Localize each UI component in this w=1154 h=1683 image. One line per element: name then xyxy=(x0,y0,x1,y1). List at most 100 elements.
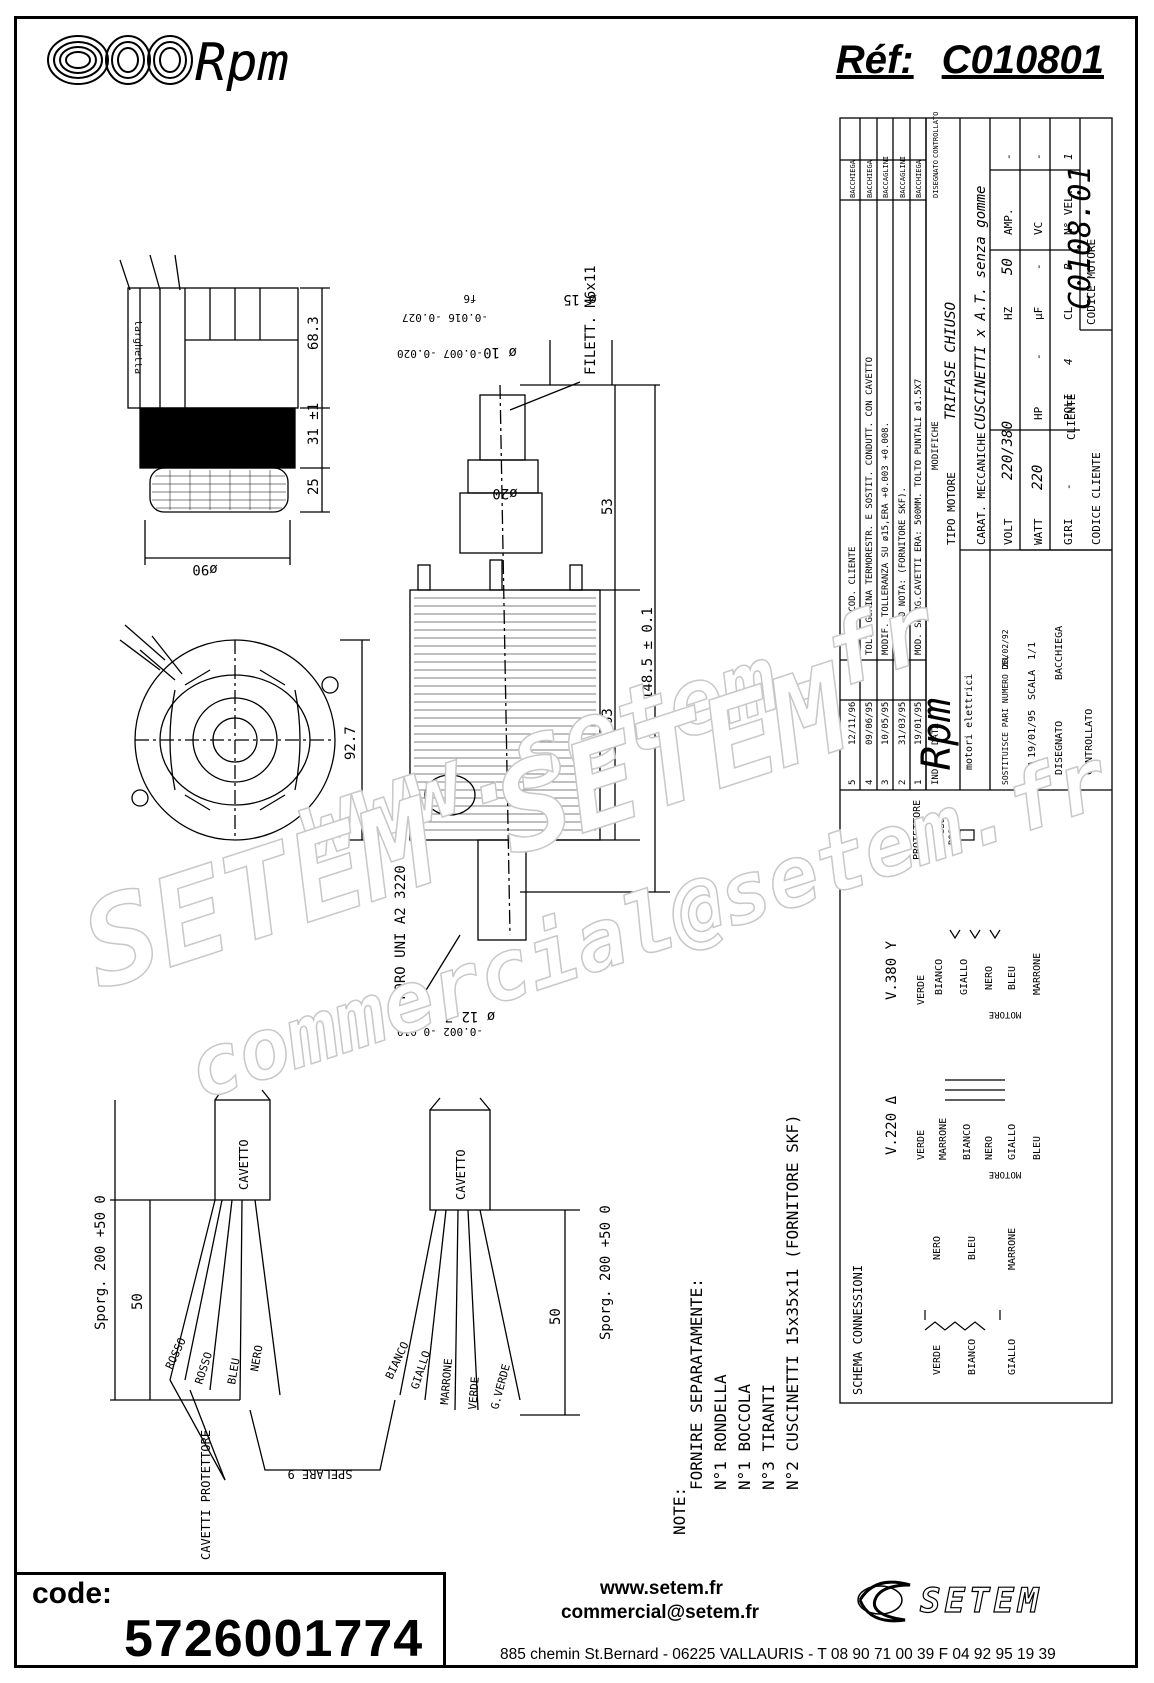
reference: Réf:C010801 xyxy=(836,38,1104,83)
tipo-motore-value: TRIFASE CHIUSO xyxy=(943,302,959,420)
wire-label-giallo: GIALLO xyxy=(408,1349,433,1391)
tb-disegnato-value: BACCHIEGA xyxy=(1054,626,1065,680)
rev-3-text: MODIF. TOLLERANZA SU ø15,ERA +0.003 +0.0… xyxy=(881,422,891,655)
dim-148-5: 148.5 ± 0.1 xyxy=(640,607,656,700)
rev-1-date: 19/01/95 xyxy=(914,702,924,745)
spelare-label: SPELARE 9 xyxy=(287,1467,352,1481)
v220-label: V.220 Δ xyxy=(884,1095,900,1155)
spec-uf-label: µF xyxy=(1032,307,1045,320)
note-line-2: N°1 BOCCOLA xyxy=(735,1384,754,1490)
rev-2-drawn: BACCAGLINI xyxy=(899,156,907,198)
dim-25: 25 xyxy=(306,478,322,495)
motore-label-380: MOTORE xyxy=(989,1009,1022,1019)
dim-63: 63 xyxy=(600,708,616,725)
rev-4-date: 09/06/95 xyxy=(865,702,875,745)
tb-brand-sub: motori elettrici xyxy=(964,674,975,770)
wire-label-nero: NERO xyxy=(248,1344,265,1372)
dim-shaft-12-7: ø 12.7 xyxy=(445,1008,496,1024)
protettore-label: PROTETTORE xyxy=(912,800,923,860)
rev-1-ind: 1 xyxy=(914,780,924,785)
setem-logo: SETEM xyxy=(857,1580,1039,1623)
dim-50-right: 50 xyxy=(548,1308,564,1325)
wire-label-bleu: BLEU xyxy=(225,1357,242,1385)
spec-amp-value: - xyxy=(1002,153,1015,160)
rev-5-text: AGIUNTO COD. CLIENTE xyxy=(848,547,858,655)
brand-text: Rpm xyxy=(195,33,289,93)
v220-wire-nero: NERO xyxy=(984,1136,995,1160)
rev-1-text: MOD. SPORG.CAVETTI ERA: 500MM. TOLTO PUN… xyxy=(914,379,924,655)
spec-watt-label: WATT xyxy=(1032,518,1045,545)
tipo-motore-label: TIPO MOTORE xyxy=(945,472,958,545)
coil-bleu: BLEU xyxy=(967,1236,978,1260)
drawing-frame xyxy=(14,16,1138,1668)
spec-watt-value: 220 xyxy=(1030,465,1046,490)
targhetta-label: targhetta xyxy=(132,320,143,374)
dim-shaft-10: ø 10 xyxy=(483,344,517,360)
note-title: FORNIRE SEPARATAMENTE: xyxy=(687,1278,706,1490)
spec-cl-value: B xyxy=(1062,263,1075,270)
spec-hp-label: HP xyxy=(1032,406,1045,420)
sporg-right: Sporg. 200 +50 0 xyxy=(598,1205,614,1340)
dim-31: 31 ±1 xyxy=(306,403,322,445)
footer-email[interactable]: commercial@setem.fr xyxy=(560,1602,760,1623)
motor-front-view xyxy=(119,624,370,841)
ref-label: Réf: xyxy=(835,38,914,82)
revision-table: 5 12/11/96 AGIUNTO COD. CLIENTE BACCHIEG… xyxy=(848,112,941,785)
coil-bianco: BIANCO xyxy=(967,1339,978,1375)
spec-volt-value: 220/380 xyxy=(1000,421,1016,480)
codice-cliente-label: CODICE CLIENTE xyxy=(1090,452,1103,545)
protettore-rosso-2: ROSSO xyxy=(948,818,958,845)
footer-website[interactable]: www.setem.fr xyxy=(600,1578,723,1599)
rev-2-text: AGGIUNTO NOTA: (FORNITORE SKF). xyxy=(898,487,908,655)
rotor-shaft-view xyxy=(409,340,670,1001)
v380-label: V.380 Y xyxy=(884,940,900,1000)
dim-53: 53 xyxy=(600,498,616,515)
f6-label: f6 xyxy=(463,292,476,305)
dim-d90: ø90 xyxy=(192,561,217,577)
rev-4-text: TOLTO GUAINA TERMORESTR. E SOSTIT. CONDU… xyxy=(865,357,875,655)
rev-header-drawn: DISEGNATO xyxy=(932,160,940,198)
spec-amp-label: AMP. xyxy=(1002,209,1015,236)
tb-sostituisce: SOSTITUISCE PARI NUMERO DEL xyxy=(1001,655,1010,785)
v220-wire-marrone: MARRONE xyxy=(938,1118,949,1160)
tb-data-value: 19/01/95 xyxy=(1027,710,1038,758)
spec-giri-label: GIRI xyxy=(1062,519,1075,546)
v380-wire-nero: NERO xyxy=(984,966,995,990)
watermark: www.setem.fr SETEM SETEM commercial@sete… xyxy=(65,573,1121,1120)
protettore-rosso-1: ROSSO xyxy=(937,818,947,845)
setem-swoosh-icon xyxy=(857,1580,911,1623)
wire-label-verde: VERDE xyxy=(466,1376,482,1410)
note-line-1: N°1 RONDELLA xyxy=(711,1374,730,1490)
spec-vel-value: 1 xyxy=(1062,153,1075,160)
schema-title: SCHEMA CONNESSIONI xyxy=(851,1265,865,1395)
connection-schema: SCHEMA CONNESSIONI PROTETTORE ROSSO ROSS… xyxy=(851,800,1043,1395)
motore-label-220: MOTORE xyxy=(989,1169,1022,1179)
motor-specs: TIPO MOTORE TRIFASE CHIUSO CARAT. MECCAN… xyxy=(943,153,1103,545)
spec-hp-value: - xyxy=(1032,353,1045,360)
cavetto-left-label: CAVETTO xyxy=(237,1139,251,1190)
tb-sostituisce-date: 28/02/92 xyxy=(1001,629,1010,668)
tb-data-label: DATA xyxy=(1027,761,1038,785)
rev-3-drawn: BACCAGLINI xyxy=(882,156,890,198)
spec-giri-value: - xyxy=(1062,483,1075,490)
coil-marrone: MARRONE xyxy=(1007,1228,1018,1270)
dim-68-3: 68.3 xyxy=(306,316,322,350)
v220-wire-bleu: BLEU xyxy=(1032,1136,1043,1160)
rpm-logo: Rpm xyxy=(47,33,289,93)
rev-header-mods: MODIFICHE xyxy=(931,421,941,470)
wire-label-g-verde: G.VERDE xyxy=(488,1363,513,1411)
cavetto-right-label: CAVETTO xyxy=(454,1149,468,1200)
code-label: code: xyxy=(32,1577,113,1610)
v220-wire-bianco: BIANCO xyxy=(962,1124,973,1160)
wire-label-rosso-1: ROSSO xyxy=(163,1336,189,1372)
codice-motore-value: C0108.01 xyxy=(1063,166,1098,311)
hole-label: FORO UNI A2 3220 xyxy=(393,865,409,1000)
tb-brand: Rpm xyxy=(914,698,960,770)
rev-5-date: 12/11/96 xyxy=(848,702,858,745)
motor-side-view xyxy=(119,254,330,565)
wire-label-marrone: MARRONE xyxy=(438,1358,455,1405)
spec-hz-label: HZ xyxy=(1002,306,1015,320)
cliente-label: CLIENTE xyxy=(1065,394,1078,440)
dim-50-left: 50 xyxy=(130,1293,146,1310)
